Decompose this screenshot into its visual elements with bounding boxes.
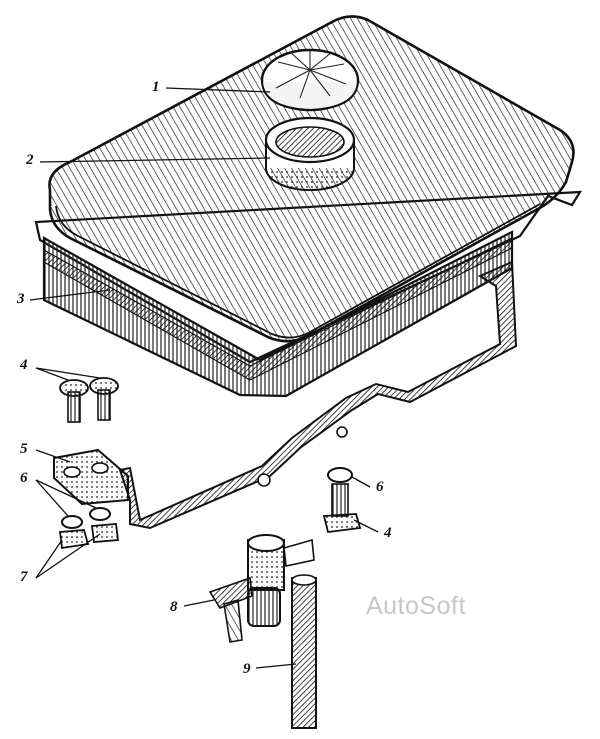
callout-3: 3 bbox=[17, 291, 25, 307]
fuel-cock bbox=[208, 534, 315, 643]
bolt-pair bbox=[59, 377, 119, 423]
callout-4-right: 4 bbox=[384, 525, 392, 541]
filler-neck bbox=[264, 116, 356, 191]
leader-lines bbox=[29, 87, 379, 669]
washers-nuts-left bbox=[58, 507, 120, 550]
callout-1: 1 bbox=[152, 79, 160, 95]
callout-5: 5 bbox=[20, 441, 28, 457]
callout-8: 8 bbox=[170, 599, 178, 615]
callout-6-right: 6 bbox=[376, 479, 384, 495]
callout-2: 2 bbox=[26, 152, 34, 168]
tank-cap bbox=[260, 48, 360, 112]
washer-bolt-right bbox=[322, 467, 362, 533]
watermark-text: AutoSoft bbox=[366, 592, 466, 620]
callout-9: 9 bbox=[243, 661, 251, 677]
callout-4-bolts: 4 bbox=[20, 357, 28, 373]
bracket-hole bbox=[257, 473, 271, 487]
callout-6-left: 6 bbox=[20, 470, 28, 486]
tank-rim-band bbox=[43, 237, 513, 381]
tank-front-edge bbox=[55, 203, 541, 339]
clamp-plate bbox=[53, 448, 129, 506]
callout-7: 7 bbox=[20, 569, 28, 585]
bracket-hole bbox=[336, 426, 348, 438]
fuel-line bbox=[291, 574, 317, 729]
